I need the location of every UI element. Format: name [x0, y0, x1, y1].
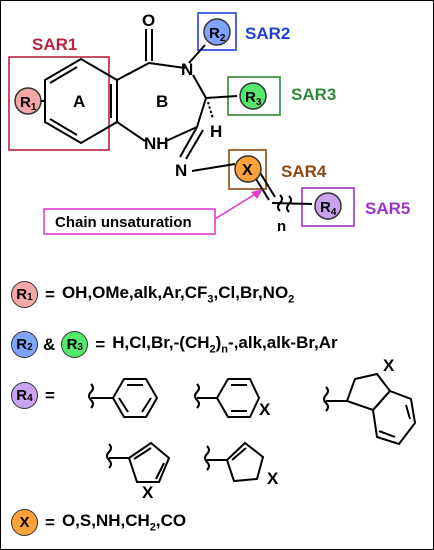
x-options: O,S,NH,CH2,CO	[61, 511, 187, 534]
sar4-label: SAR4	[281, 162, 327, 181]
sar3-label: SAR3	[291, 85, 336, 104]
r2r3-equals: =	[95, 334, 106, 354]
sar5-box	[301, 187, 355, 227]
benzofused-heteroaryl-structure	[323, 372, 417, 446]
sar5-label: SAR5	[365, 199, 410, 218]
sar2-box	[197, 12, 237, 51]
imine-nitrogen: N	[175, 161, 187, 180]
r1-group: R1	[14, 87, 45, 115]
nh-group: NH	[144, 134, 169, 153]
r2r3-options: H,Cl,Br,-(CH2)n-,alk,alk-Br,Ar	[112, 333, 338, 356]
r2-group: R2	[203, 18, 231, 46]
chain-pointer-arrow	[214, 189, 263, 220]
r3-group: R3	[239, 82, 267, 110]
heteroaryl-6-structure	[194, 378, 261, 418]
svg-text:R3: R3	[245, 89, 262, 108]
phenyl-structure	[88, 378, 159, 418]
r1-equals: =	[45, 284, 55, 304]
hydrogen-atom: H	[210, 122, 222, 141]
hetero-x-2: X	[383, 356, 395, 375]
svg-text:R4: R4	[320, 199, 337, 218]
sar2-label: SAR2	[245, 24, 290, 43]
benzodiazepine-sar-scheme: SAR1 SAR2 SAR3 SAR4 SAR5 A	[8, 11, 410, 235]
r1-options: OH,OMe,alk,Ar,CF3,Cl,Br,NO2	[61, 283, 295, 306]
heteroaryl-5-3yl-structure	[204, 441, 265, 483]
amide-nitrogen: N	[181, 60, 193, 79]
hetero-x-4: X	[267, 469, 279, 488]
x-group: X	[234, 155, 262, 183]
svg-text:R1: R1	[20, 94, 37, 113]
heteroaryl-5-2yl-structure	[106, 441, 171, 483]
chain-unsaturation-box	[43, 208, 216, 235]
x-badge: X	[11, 509, 38, 536]
repeat-n-label: n	[277, 218, 286, 235]
diazepine-ring-b	[116, 29, 238, 172]
hetero-x-3: X	[142, 483, 154, 502]
sar4-box	[228, 149, 267, 190]
ring-label-a: A	[73, 92, 85, 111]
svg-text:R2: R2	[209, 25, 226, 44]
ampersand: &	[43, 334, 56, 354]
sar1-box	[8, 56, 110, 151]
chain-unsaturation-label: Chain unsaturation	[55, 214, 192, 231]
svg-text:X: X	[242, 162, 253, 179]
r4-equals: =	[45, 385, 55, 405]
hetero-x-1: X	[259, 400, 271, 419]
ring-label-b: B	[156, 92, 168, 111]
sar1-label: SAR1	[32, 35, 77, 54]
x-linker-row: X = O,S,NH,CH2,CO	[11, 509, 186, 536]
carbonyl-oxygen: O	[142, 11, 155, 30]
x-equals: =	[45, 512, 55, 532]
r4-group: R4	[314, 192, 342, 220]
